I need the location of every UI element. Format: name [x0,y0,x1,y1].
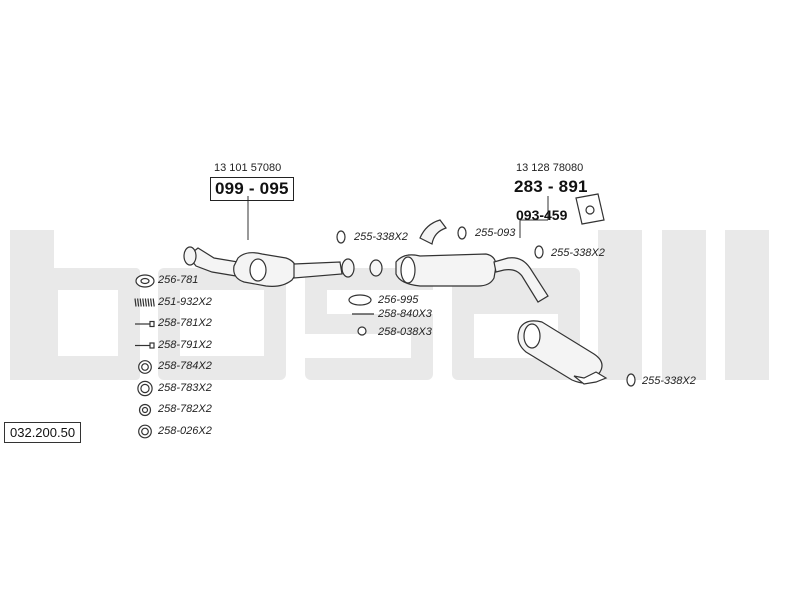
legend-item-label: 258-782X2 [158,403,212,415]
rear-muffler-oem: 13 128 78080 [516,162,584,174]
spring-icon [134,298,155,307]
bracket-part-number: 093-459 [516,207,568,223]
rear-muffler-body [517,320,608,385]
brand-watermark [10,230,769,380]
bolt-icon [135,320,155,328]
bolt-icon [135,342,155,349]
gasket-label-mid: 256-995 [378,294,419,306]
front-pipe-oem: 13 101 57080 [214,162,282,174]
nut-icon [138,403,152,417]
clamp-label-right: 255-338X2 [551,247,605,259]
front-pipe-part-number: 099 - 095 [210,177,294,201]
front-pipe-catalyst [183,246,355,287]
bracket-part [575,193,605,225]
clamp-label-tail: 255-338X2 [642,375,696,387]
gasket-icon [135,274,155,288]
legend-item-label: 258-026X2 [158,424,212,437]
legend-item-label: 258-784X2 [158,360,212,372]
legend-icons [134,274,155,439]
rear-muffler-part-number: 283 - 891 [514,177,588,196]
nut-label-mid: 258-038X3 [378,326,432,338]
legend-item-label: 251-932X2 [158,295,212,308]
nut-icon [137,380,153,397]
legend-item-label: 256-781 [158,274,199,286]
legend-item-label: 258-781X2 [158,317,212,329]
legend-item-label: 258-791X2 [158,338,212,351]
catalog-code: 032.200.50 [4,422,82,443]
legend-item-label: 258-783X2 [158,381,212,394]
nut-icon [138,360,152,374]
center-muffler [369,219,549,303]
hardware [336,226,636,387]
bolt-label-mid: 258-840X3 [378,308,432,320]
clamp-label-mid: 255-093 [475,227,516,239]
leader-lines [247,196,549,240]
clamp-label-left: 255-338X2 [354,231,408,243]
nut-icon [138,424,152,439]
